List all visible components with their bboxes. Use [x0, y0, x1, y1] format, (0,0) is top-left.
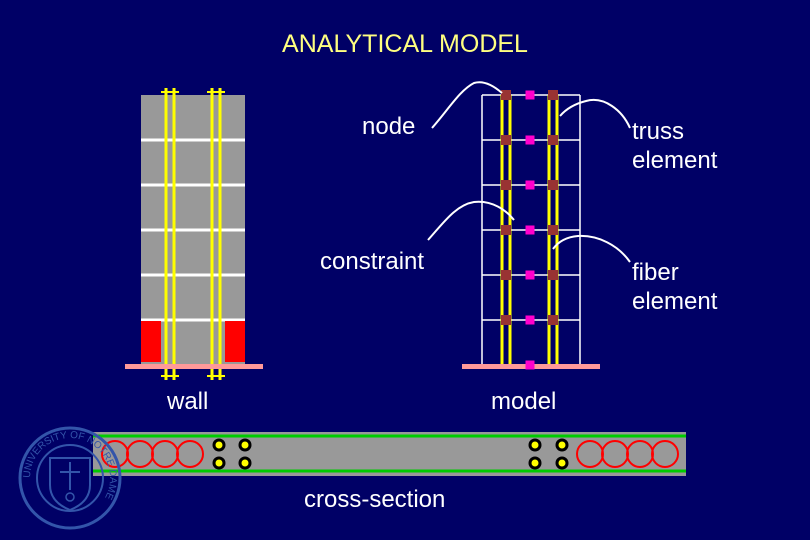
section-boundary-rebars-right	[576, 440, 679, 468]
wall-floor-lines	[141, 138, 245, 322]
wall-rebar-hooks	[161, 91, 225, 377]
truss-node	[548, 90, 558, 100]
truss-node	[501, 90, 511, 100]
section-boundary-rebars-left	[101, 440, 204, 468]
section-body	[93, 432, 686, 476]
wall-base	[125, 364, 263, 369]
cross-section	[93, 432, 686, 476]
truss-node	[501, 315, 511, 325]
truss-node	[501, 225, 511, 235]
constraint-label: constraint	[320, 248, 425, 275]
truss-node	[501, 135, 511, 145]
truss-element-label: truss element	[632, 117, 717, 175]
wall-elevation	[125, 88, 263, 380]
university-seal-logo: UNIVERSITY OF NOTRE DAME	[18, 426, 122, 530]
constraint-node	[525, 225, 535, 235]
model-nodes	[501, 90, 558, 370]
fiber-element-label-line2: element	[632, 288, 718, 315]
truss-arrow	[559, 98, 631, 129]
fiber-element-label: fiber element	[632, 258, 717, 316]
model-label: model	[491, 388, 557, 415]
constraint-node	[525, 315, 535, 325]
constraint-node	[525, 180, 535, 190]
fiber-arrow	[552, 234, 631, 263]
model-elevation	[462, 90, 600, 370]
fiber-element-label-line1: fiber	[632, 259, 679, 286]
wall-rebars	[164, 88, 222, 380]
cross-section-label: cross-section	[304, 486, 446, 513]
constraint-node	[525, 270, 535, 280]
node-label: node	[362, 113, 416, 140]
truss-node	[548, 135, 558, 145]
truss-node	[548, 315, 558, 325]
wall-boundary-right	[225, 321, 245, 362]
constraint-node	[525, 135, 535, 145]
constraint-node	[525, 360, 535, 370]
truss-node	[501, 180, 511, 190]
node-arrow	[431, 81, 503, 129]
truss-node	[501, 270, 511, 280]
constraint-node	[525, 90, 535, 100]
truss-node	[548, 180, 558, 190]
truss-node	[548, 225, 558, 235]
callout-arrows	[427, 81, 631, 263]
constraint-arrow	[427, 200, 515, 241]
wall-label: wall	[167, 388, 209, 415]
truss-element-label-line2: element	[632, 147, 718, 174]
slide-title: ANALYTICAL MODEL	[282, 30, 528, 58]
wall-boundary-left	[141, 321, 161, 362]
section-web-bars	[212, 438, 569, 470]
truss-node	[548, 270, 558, 280]
truss-element-label-line1: truss	[632, 118, 685, 145]
seal-shield	[49, 457, 91, 512]
